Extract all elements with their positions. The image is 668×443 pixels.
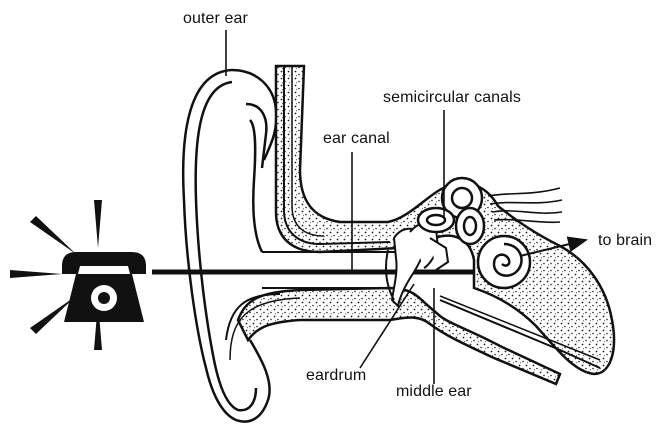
label-middle-ear: middle ear [396,383,472,401]
label-semicircular-canals: semicircular canals [383,89,521,107]
telephone-icon [62,252,146,322]
label-outer-ear: outer ear [183,10,248,28]
outer-ear-shape [183,70,276,422]
label-ear-canal: ear canal [323,130,390,148]
label-eardrum: eardrum [306,367,366,385]
cochlea-shape [478,236,530,288]
label-to-brain: to brain [598,232,652,250]
